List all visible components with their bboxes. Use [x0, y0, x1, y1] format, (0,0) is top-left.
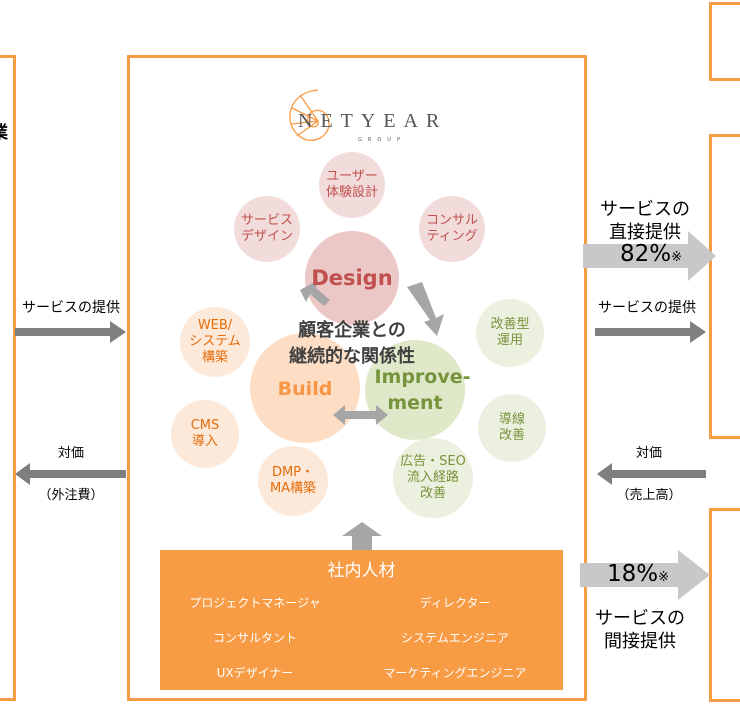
improvement-label-2: ment — [387, 392, 443, 414]
right-payment-note: （売上高） — [616, 488, 682, 503]
direct-label-1: サービスの — [600, 199, 690, 220]
cycle-arrows — [300, 280, 444, 425]
right-service-label: サービスの提供 — [598, 300, 696, 316]
right-box-top — [709, 2, 740, 81]
staff-role: ディレクター — [419, 596, 491, 610]
web-1: WEB/ — [197, 317, 233, 333]
staff-role: UXデザイナー — [216, 666, 294, 680]
web-2: システム — [189, 333, 241, 349]
right-box-bottom — [709, 508, 740, 702]
staff-role: コンサルタント — [212, 631, 297, 645]
left-service-label: サービスの提供 — [22, 300, 120, 316]
build-label: Build — [277, 378, 333, 400]
service-web: WEB/システム構築 — [180, 307, 250, 377]
left-entity-box — [0, 55, 16, 701]
direct-label-2: 直接提供 — [609, 222, 681, 243]
cms-2: 導入 — [191, 434, 218, 449]
logo-sub: GROUP — [358, 137, 406, 143]
ux-1: ユーザー — [326, 168, 378, 184]
service-dmp: DMP・MA構築 — [258, 446, 328, 516]
direct-mark: ※ — [671, 250, 683, 265]
build-circle — [250, 333, 360, 443]
direct-pct: 82%※ — [620, 241, 682, 267]
staff-panel: 社内人材 プロジェクトマネージャ ディレクター コンサルタント システムエンジニ… — [160, 550, 563, 690]
ops-2: 運用 — [496, 333, 523, 348]
left-payment-label: 対価 — [57, 446, 84, 461]
right-payment-arrow — [597, 463, 706, 485]
service-design-circle: サービスデザイン — [234, 196, 300, 262]
improvement-label-1: Improve- — [374, 366, 471, 388]
direct-provision-arrow — [583, 231, 716, 281]
center-text-1: 顧客企業との — [298, 320, 406, 341]
indirect-pct: 18%※ — [607, 561, 669, 587]
dmp-1: DMP・ — [271, 464, 315, 480]
left-service-arrow — [15, 321, 126, 343]
service-ux: ユーザー体験設計 — [319, 152, 385, 218]
staff-title: 社内人材 — [327, 561, 396, 581]
staff-up-arrow — [342, 522, 382, 550]
logo-spiral-icon — [289, 89, 330, 141]
direct-pct-value: 82% — [620, 241, 672, 267]
ops-1: 改善型 — [490, 316, 530, 332]
staff-role: システムエンジニア — [401, 631, 509, 645]
netyear-box — [127, 55, 587, 701]
sd-1: サービス — [240, 212, 293, 228]
service-flow: 導線改善 — [478, 394, 546, 462]
web-3: 構築 — [201, 350, 228, 366]
cms-1: CMS — [190, 417, 220, 433]
co-2: ティング — [426, 229, 478, 244]
indirect-label-2: 間接提供 — [604, 631, 676, 652]
indirect-label-1: サービスの — [595, 608, 685, 629]
staff-role: プロジェクトマネージャ — [189, 596, 321, 610]
improvement-circle — [365, 340, 465, 440]
ads-3: 改善 — [419, 486, 446, 502]
right-service-arrow — [595, 321, 706, 343]
flow-2: 改善 — [498, 428, 525, 443]
co-1: コンサル — [425, 212, 478, 228]
ads-2: 流入経路 — [406, 469, 459, 485]
center-text-2: 継続的な関係性 — [289, 346, 415, 367]
sd-2: デザイン — [240, 229, 293, 244]
ads-1: 広告・SEO — [400, 453, 466, 469]
left-payment-arrow — [15, 463, 126, 485]
right-payment-label: 対価 — [635, 446, 662, 461]
indirect-mark: ※ — [658, 570, 670, 585]
logo-text: NETYEAR — [298, 110, 448, 132]
ux-2: 体験設計 — [325, 185, 378, 200]
right-box-client — [709, 134, 740, 439]
indirect-pct-value: 18% — [607, 561, 659, 587]
staff-role: マーケティングエンジニア — [383, 666, 527, 680]
left-payment-note: （外注費） — [38, 488, 104, 503]
design-label: Design — [311, 266, 393, 290]
indirect-provision-arrow — [580, 550, 710, 600]
service-consulting: コンサルティング — [419, 196, 485, 262]
flow-1: 導線 — [498, 411, 525, 427]
dmp-2: MA構築 — [269, 481, 317, 496]
service-ops: 改善型運用 — [476, 299, 544, 367]
left-entity-label: 業 — [0, 118, 8, 143]
